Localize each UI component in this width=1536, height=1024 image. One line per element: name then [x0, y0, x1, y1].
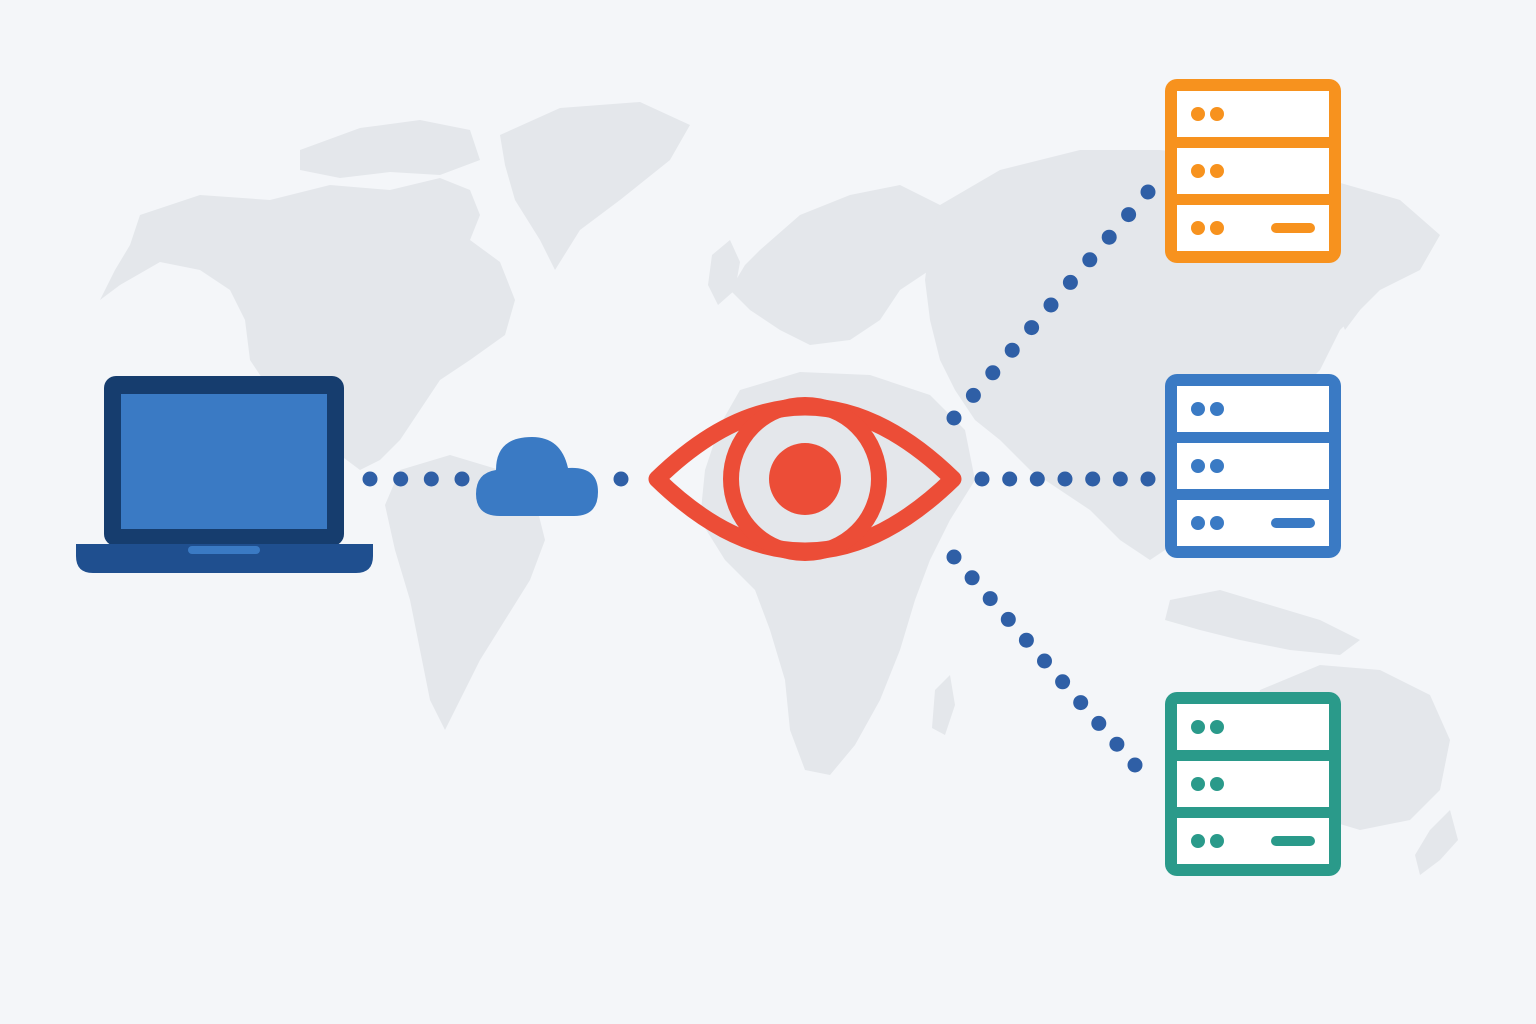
connection-dot-eye-server-middle	[1085, 471, 1101, 487]
server-indicator-light	[1210, 221, 1224, 235]
connection-dot-eye-server-bottom	[1000, 611, 1016, 627]
cloud-shape	[476, 437, 598, 516]
server-indicator-light	[1191, 516, 1205, 530]
map-greenland	[500, 102, 690, 270]
connection-dot-eye-server-bottom	[964, 570, 980, 586]
connection-dot-eye-server-top	[1101, 229, 1117, 245]
connection-dot-laptop-cloud	[423, 471, 439, 487]
map-southeast-asia-islands	[1165, 590, 1360, 655]
connection-dot-eye-server-bottom	[1073, 695, 1089, 711]
connection-dot-eye-server-bottom	[1018, 632, 1034, 648]
server-indicator-light	[1210, 107, 1224, 121]
connection-dot-eye-server-bottom	[982, 591, 998, 607]
connection-dot-eye-server-top	[946, 410, 962, 426]
server-indicator-light	[1210, 459, 1224, 473]
map-south-america	[385, 455, 545, 730]
connection-dot-eye-server-top	[965, 387, 981, 403]
connection-dot-eye-server-top	[1043, 297, 1059, 313]
connection-dot-eye-server-top	[1121, 207, 1137, 223]
server-drive-bar	[1271, 836, 1315, 846]
connection-dot-eye-server-top	[1140, 184, 1156, 200]
connection-dot-eye-server-bottom	[1109, 736, 1125, 752]
laptop-icon	[76, 376, 373, 573]
connection-dot-eye-server-top	[1062, 274, 1078, 290]
eye-outline	[648, 398, 962, 560]
server-indicator-light	[1191, 834, 1205, 848]
server-indicator-light	[1191, 777, 1205, 791]
map-british-isles	[708, 240, 740, 305]
connection-dot-laptop-cloud	[362, 471, 378, 487]
laptop-trackpad-notch	[188, 546, 260, 554]
connection-dot-laptop-cloud	[393, 471, 409, 487]
connection-dot-eye-server-top	[1082, 252, 1098, 268]
server-indicator-light	[1210, 777, 1224, 791]
connection-dot-eye-server-bottom	[1091, 715, 1107, 731]
server-drive-bar	[1271, 518, 1315, 528]
connection-dot-eye-server-bottom	[1127, 757, 1143, 773]
connection-dot-eye-server-bottom	[946, 549, 962, 565]
map-japan	[1335, 260, 1365, 330]
connection-dot-eye-server-top	[1024, 320, 1040, 336]
server-indicator-light	[1210, 834, 1224, 848]
server-indicator-light	[1210, 516, 1224, 530]
server-indicator-light	[1191, 720, 1205, 734]
connection-dot-eye-server-middle	[1140, 471, 1156, 487]
server-indicator-light	[1191, 459, 1205, 473]
connection-dot-eye-server-top	[985, 365, 1001, 381]
server-icon	[1165, 374, 1341, 558]
server-icon	[1165, 692, 1341, 876]
connection-dot-eye-server-middle	[1057, 471, 1073, 487]
eye-iris	[723, 397, 887, 561]
map-new-zealand	[1415, 810, 1458, 875]
server-indicator-light	[1191, 221, 1205, 235]
eye-pupil	[769, 443, 841, 515]
connection-dot-eye-server-middle	[1029, 471, 1045, 487]
map-arctic-islands	[300, 120, 480, 178]
server-group	[1165, 79, 1341, 876]
laptop-screen	[121, 394, 327, 529]
server-indicator-light	[1210, 720, 1224, 734]
map-europe	[730, 185, 950, 345]
cloud-icon	[476, 437, 598, 516]
server-indicator-light	[1191, 164, 1205, 178]
eye-icon	[648, 397, 962, 561]
connection-dot-cloud-eye	[613, 471, 629, 487]
connection-dot-eye-server-middle	[1112, 471, 1128, 487]
server-indicator-light	[1210, 402, 1224, 416]
connection-dot-eye-server-top	[1004, 342, 1020, 358]
map-madagascar	[932, 675, 955, 735]
server-indicator-light	[1210, 164, 1224, 178]
connection-dot-eye-server-middle	[974, 471, 990, 487]
connection-dot-eye-server-middle	[1002, 471, 1018, 487]
map-africa	[700, 372, 975, 775]
map-north-america	[100, 178, 515, 470]
connection-dot-laptop-cloud	[454, 471, 470, 487]
connection-dot-eye-server-bottom	[1055, 674, 1071, 690]
server-drive-bar	[1271, 223, 1315, 233]
laptop-base	[76, 544, 373, 573]
connection-dot-eye-server-bottom	[1037, 653, 1052, 669]
connection-lines	[362, 184, 1156, 773]
server-icon	[1165, 79, 1341, 263]
server-indicator-light	[1191, 107, 1205, 121]
server-indicator-light	[1191, 402, 1205, 416]
